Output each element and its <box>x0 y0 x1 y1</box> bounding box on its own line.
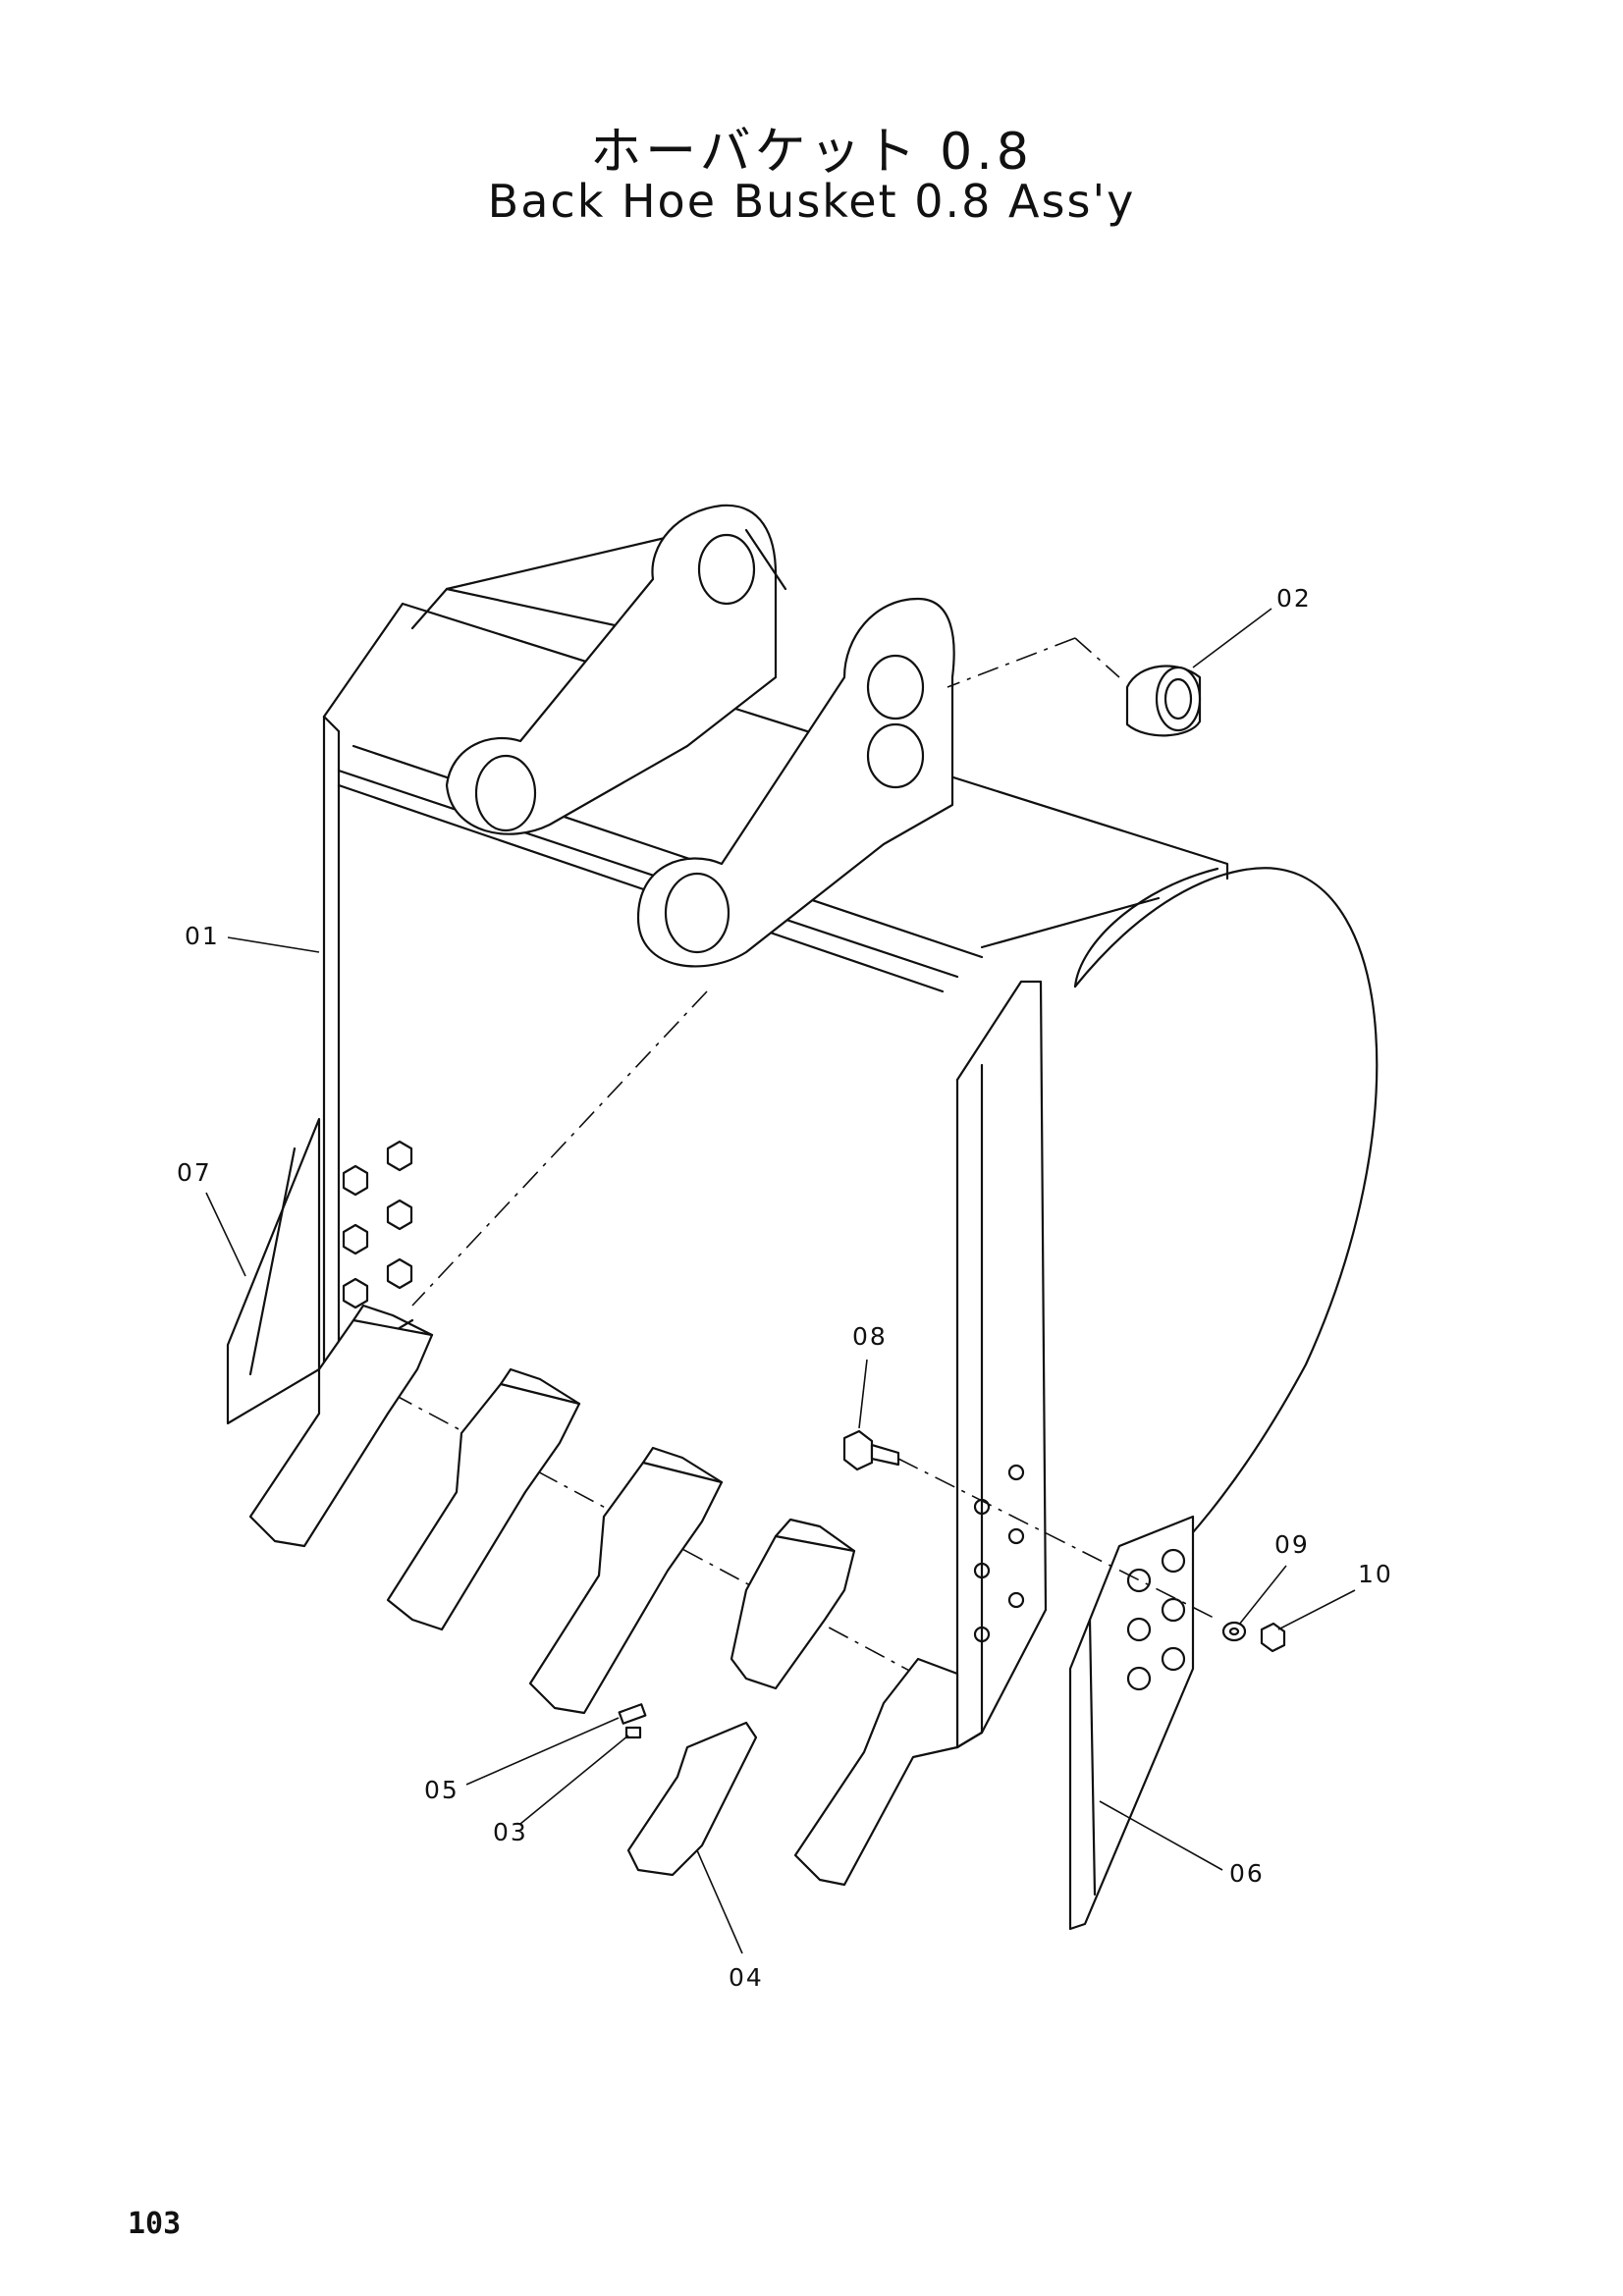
side-cutter-left <box>226 1117 321 1425</box>
callout-07: 07 <box>177 1158 212 1187</box>
bucket-body <box>322 533 1379 1749</box>
page-number: 103 <box>128 2207 182 2241</box>
leader-04 <box>696 1849 743 1954</box>
callout-01: 01 <box>185 922 220 950</box>
boss-hole <box>866 654 925 721</box>
pin-boss-right <box>636 597 955 968</box>
callout-labels: 02 01 07 08 09 10 06 04 05 03 <box>177 584 1393 1992</box>
boss-hole <box>474 754 537 832</box>
side-bolts <box>342 1140 413 1309</box>
bucket-teeth <box>248 1304 959 1887</box>
leader-09 <box>1238 1565 1287 1626</box>
leader-07 <box>205 1192 246 1277</box>
boss-hole <box>866 722 925 789</box>
leader-06 <box>1099 1800 1223 1871</box>
callout-02: 02 <box>1276 584 1312 613</box>
leader-03 <box>519 1735 629 1825</box>
callout-06: 06 <box>1229 1859 1265 1888</box>
callout-04: 04 <box>729 1963 764 1992</box>
side-cutter-right <box>1068 1515 1195 1931</box>
plate-holes <box>973 1464 1025 1643</box>
leader-lines <box>205 608 1356 1954</box>
pin-boss-left <box>445 504 787 835</box>
title-english: Back Hoe Busket 0.8 Ass'y <box>487 175 1136 228</box>
callout-09: 09 <box>1274 1530 1310 1559</box>
title-japanese: ホーバケット 0.8 <box>590 123 1033 182</box>
leader-02 <box>1192 608 1272 668</box>
callout-03: 03 <box>493 1818 528 1846</box>
lock-washer <box>624 1726 642 1739</box>
leader-01 <box>227 936 320 953</box>
bushing <box>947 637 1202 737</box>
boss-hole <box>664 872 730 954</box>
leader-08 <box>858 1359 868 1429</box>
callout-10: 10 <box>1358 1560 1393 1588</box>
leader-10 <box>1277 1589 1356 1630</box>
callout-05: 05 <box>424 1776 460 1804</box>
boss-hole <box>697 533 756 606</box>
lock-pin <box>618 1703 647 1725</box>
callout-08: 08 <box>852 1322 888 1351</box>
fasteners <box>842 1429 1286 1653</box>
leader-05 <box>465 1717 620 1786</box>
